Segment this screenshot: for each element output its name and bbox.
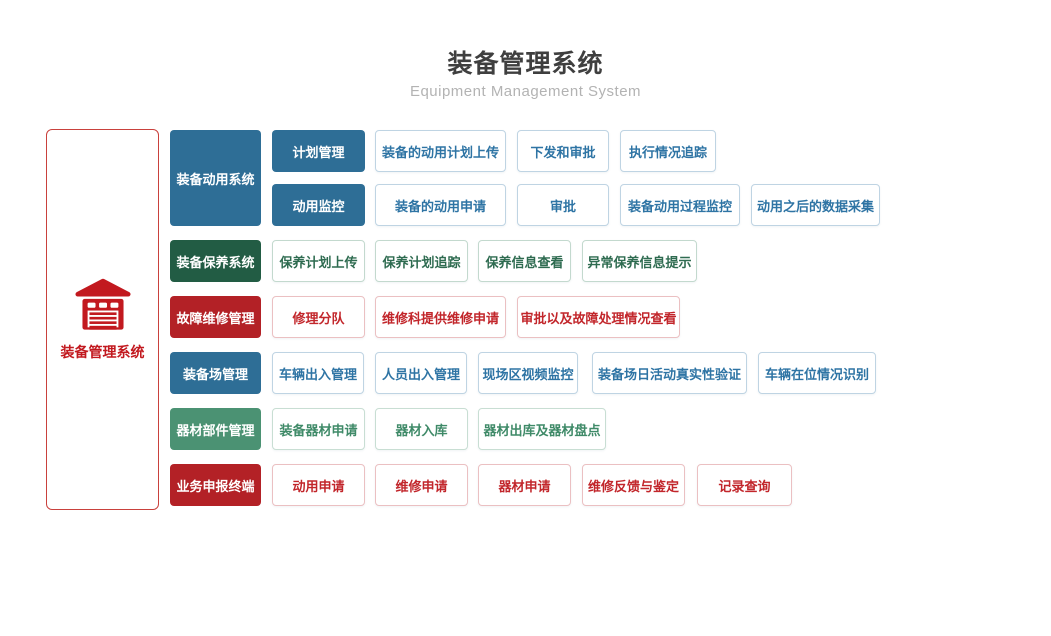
node-mobilization-plan-upload: 装备的动用计划上传 (375, 130, 506, 172)
node-issue-and-approval: 下发和审批 (517, 130, 609, 172)
node-equipment-materiel-application: 装备器材申请 (272, 408, 365, 450)
node-vehicle-access-management: 车辆出入管理 (272, 352, 364, 394)
node-materiel-request: 器材申请 (478, 464, 571, 506)
node-personnel-access-management: 人员出入管理 (375, 352, 467, 394)
node-yard-daily-activity-verification: 装备场日活动真实性验证 (592, 352, 747, 394)
category-fault-repair-management: 故障维修管理 (170, 296, 261, 338)
node-mobilization-request: 动用申请 (272, 464, 365, 506)
root-label: 装备管理系统 (60, 343, 145, 360)
node-maintenance-plan-upload: 保养计划上传 (272, 240, 365, 282)
node-execution-tracking: 执行情况追踪 (620, 130, 716, 172)
page-title: 装备管理系统 (447, 50, 604, 78)
node-repair-feedback-appraisal: 维修反馈与鉴定 (582, 464, 685, 506)
node-site-video-surveillance: 现场区视频监控 (478, 352, 578, 394)
node-repair-request: 维修申请 (375, 464, 468, 506)
root-node: 装备管理系统 (46, 129, 159, 510)
node-abnormal-maintenance-alert: 异常保养信息提示 (582, 240, 697, 282)
category-equipment-maintenance-system: 装备保养系统 (170, 240, 261, 282)
node-approval: 审批 (517, 184, 609, 226)
node-materiel-outbound-and-inventory: 器材出库及器材盘点 (478, 408, 606, 450)
subcategory-plan-management: 计划管理 (272, 130, 365, 172)
node-mobilization-process-monitoring: 装备动用过程监控 (620, 184, 740, 226)
node-maintenance-info-view: 保养信息查看 (478, 240, 571, 282)
category-equipment-mobilization-system: 装备动用系统 (170, 130, 261, 226)
warehouse-icon (74, 278, 131, 330)
node-materiel-inbound: 器材入库 (375, 408, 468, 450)
category-business-declaration-terminal: 业务申报终端 (170, 464, 261, 506)
node-repair-dept-repair-application: 维修科提供维修申请 (375, 296, 506, 338)
page-subtitle: Equipment Management System (409, 83, 642, 100)
node-repair-team: 修理分队 (272, 296, 365, 338)
category-equipment-yard-management: 装备场管理 (170, 352, 261, 394)
node-approval-and-fault-handling-view: 审批以及故障处理情况查看 (517, 296, 680, 338)
node-vehicle-presence-recognition: 车辆在位情况识别 (758, 352, 876, 394)
subcategory-mobilization-monitoring: 动用监控 (272, 184, 365, 226)
category-materiel-parts-management: 器材部件管理 (170, 408, 261, 450)
node-maintenance-plan-tracking: 保养计划追踪 (375, 240, 468, 282)
node-mobilization-application: 装备的动用申请 (375, 184, 506, 226)
node-record-query: 记录查询 (697, 464, 792, 506)
node-post-mobilization-data-collection: 动用之后的数据采集 (751, 184, 880, 226)
